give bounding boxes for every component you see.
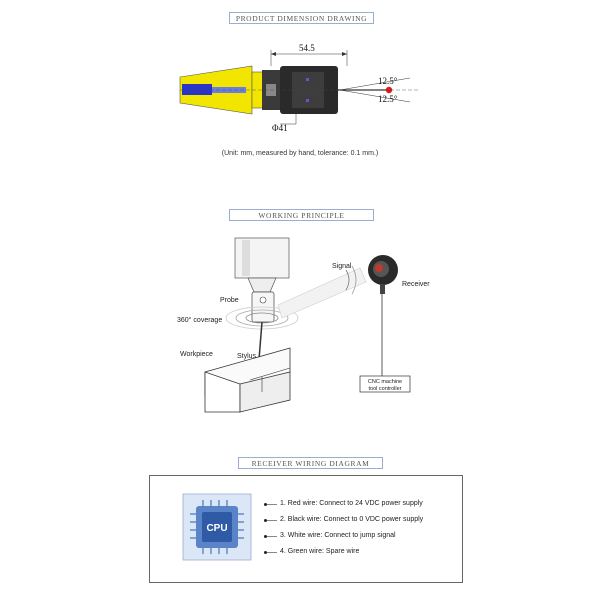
led-top <box>306 78 309 81</box>
wire-item-black: 2. Black wire: Connect to 0 VDC power su… <box>264 514 423 530</box>
receiver-label: Receiver <box>402 281 430 288</box>
wire-item-green: 4. Green wire: Spare wire <box>264 546 423 562</box>
length-dimension-label: 54.5 <box>299 43 315 53</box>
wire-list: 1. Red wire: Connect to 24 VDC power sup… <box>264 498 423 562</box>
workpiece-label: Workpiece <box>180 351 213 358</box>
led-bottom <box>306 99 309 102</box>
dimension-section-title: PRODUCT DIMENSION DRAWING <box>229 12 374 24</box>
stylus-label: Stylus <box>237 353 257 360</box>
signal-label: Signal <box>332 263 352 270</box>
wire-item-red: 1. Red wire: Connect to 24 VDC power sup… <box>264 498 423 514</box>
diagram-canvas: 54.5 Φ41 12.5° 12.5° CNC mach <box>177 43 430 413</box>
coverage-label: 360° coverage <box>177 316 222 324</box>
working-section-title: WORKING PRINCIPLE <box>229 209 374 221</box>
cpu-label: CPU <box>206 523 227 534</box>
angle-line-top <box>339 77 411 91</box>
angle-top-label: 12.5° <box>378 76 398 86</box>
probe-label: Probe <box>220 297 239 304</box>
angle-line-bottom <box>339 89 411 103</box>
diameter-label: Φ41 <box>272 123 288 133</box>
cnc-label-line2: tool controller <box>368 386 401 392</box>
working-principle-illustration: CNC machine tool controller Signal Recei… <box>177 237 430 413</box>
cnc-label-line1: CNC machine <box>368 379 402 385</box>
angle-bottom-label: 12.5° <box>378 94 398 104</box>
cpu-chip-icon: CPU <box>182 493 252 561</box>
wire-item-white: 3. White wire: Connect to jump signal <box>264 530 423 546</box>
probe-dimension-drawing: 54.5 Φ41 12.5° 12.5° <box>179 43 420 133</box>
dimension-caption: (Unit: mm, measured by hand, tolerance: … <box>221 150 379 157</box>
wiring-section-title: RECEIVER WIRING DIAGRAM <box>238 457 383 469</box>
cnc-controller-box <box>359 375 411 393</box>
signal-beam <box>277 267 367 319</box>
blue-shank <box>182 84 212 95</box>
stylus-ball <box>385 86 393 94</box>
